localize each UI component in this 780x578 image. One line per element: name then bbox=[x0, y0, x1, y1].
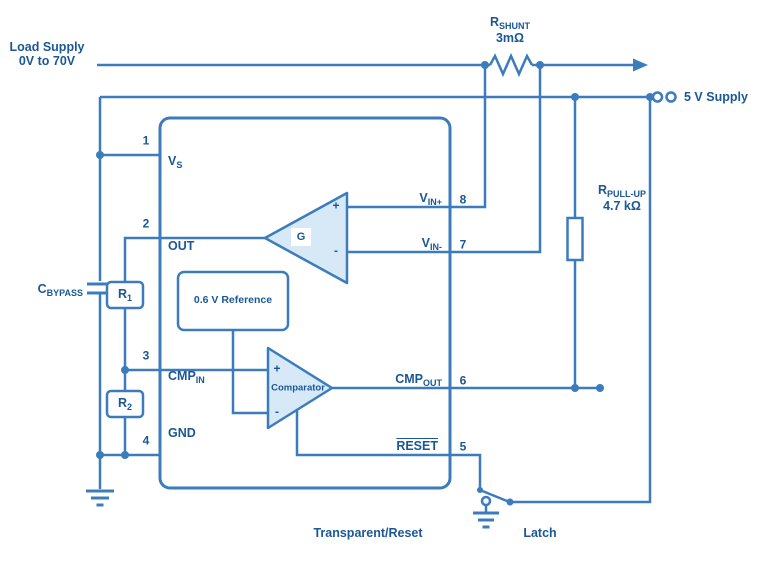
resistor-r2-label: R2 bbox=[117, 395, 133, 412]
pin-4-number: 4 bbox=[142, 433, 150, 448]
pin-cmpout-label: CMPOUT bbox=[395, 371, 442, 388]
vin-minus-wire bbox=[347, 65, 542, 254]
pullup-resistor-label: RPULL-UP 4.7 kΩ bbox=[597, 182, 647, 214]
amp-minus-sign: - bbox=[334, 243, 338, 258]
shunt-resistor-symbol bbox=[488, 52, 534, 78]
pin-7-number: 7 bbox=[459, 237, 467, 252]
resistor-r1-label: R1 bbox=[117, 286, 133, 303]
pullup-resistor-symbol bbox=[566, 216, 584, 262]
resistor-r2-symbol bbox=[105, 389, 145, 419]
latch-switch-blade bbox=[479, 488, 508, 503]
load-supply-label: Load Supply 0V to 70V bbox=[9, 40, 85, 68]
pin-2-number: 2 bbox=[142, 216, 150, 231]
pin-6-number: 6 bbox=[459, 373, 467, 388]
pin-1-number: 1 bbox=[142, 133, 150, 148]
switch-ground-contact bbox=[480, 495, 492, 507]
supply-5v-label: 5 V Supply bbox=[684, 90, 748, 104]
pin-gnd-label: GND bbox=[168, 426, 196, 440]
gain-label: G bbox=[296, 230, 306, 243]
vin-plus-wire bbox=[347, 65, 487, 209]
arrowhead-icon bbox=[633, 58, 648, 72]
ground-symbol bbox=[86, 489, 114, 507]
supply-terminal-icon bbox=[665, 91, 677, 103]
pin-vin-minus-label: VIN- bbox=[421, 235, 442, 252]
bypass-capacitor-label: CBYPASS bbox=[37, 281, 83, 298]
transparent-reset-label: Transparent/Reset bbox=[313, 526, 423, 540]
pin-cmpin-label: CMPIN bbox=[168, 368, 205, 385]
reference-label: 0.6 V Reference bbox=[193, 294, 273, 307]
supply-5v-line bbox=[100, 91, 677, 103]
comparator-minus-sign: - bbox=[275, 404, 279, 419]
ic-body-outline bbox=[158, 116, 452, 490]
reference-box bbox=[176, 270, 290, 332]
shunt-resistor-label: RSHUNT 3mΩ bbox=[489, 14, 531, 46]
pin-vin-plus-label: VIN+ bbox=[419, 190, 442, 207]
out-divider-wire bbox=[123, 236, 265, 455]
gain-label-box bbox=[291, 228, 311, 246]
junction-dots bbox=[96, 61, 654, 506]
ground-symbol bbox=[473, 511, 499, 529]
supply-terminal-icon bbox=[651, 91, 664, 103]
comparator-plus-sign: + bbox=[273, 361, 281, 376]
pin-out-label: OUT bbox=[168, 239, 195, 253]
latch-label: Latch bbox=[523, 526, 557, 540]
resistor-r1-symbol bbox=[105, 280, 145, 310]
pin-5-number: 5 bbox=[459, 439, 467, 454]
pin-3-number: 3 bbox=[142, 348, 150, 363]
amp-plus-sign: + bbox=[332, 198, 340, 213]
reset-wire bbox=[295, 410, 482, 490]
latch-rail bbox=[510, 97, 652, 504]
pin-reset-label: RESET bbox=[396, 439, 438, 453]
comparator-label: Comparator bbox=[271, 382, 325, 394]
pin-vs-label: VS bbox=[168, 153, 183, 170]
pin-8-number: 8 bbox=[459, 192, 467, 207]
load-supply-line bbox=[97, 52, 648, 78]
comparator-symbol bbox=[266, 346, 334, 430]
reference-wire bbox=[231, 330, 268, 415]
